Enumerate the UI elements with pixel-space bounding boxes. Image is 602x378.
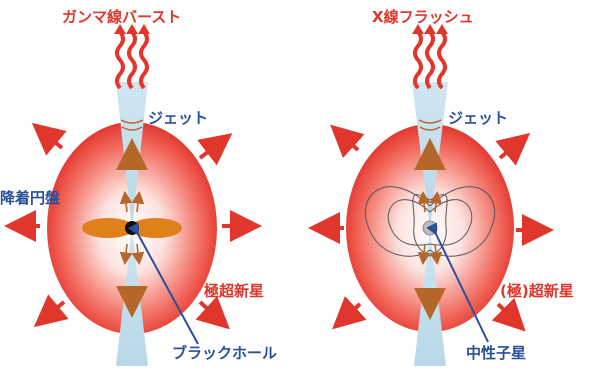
right-xray-waves xyxy=(415,32,445,88)
left-supernova-label: 極超新星 xyxy=(203,282,264,300)
outflow-arrow xyxy=(40,302,64,322)
xray-wave xyxy=(415,32,421,88)
right-panel: X線フラッシュ ジェット (極)超新星 中性子星 xyxy=(316,8,574,366)
left-gamma-rays xyxy=(117,32,147,88)
outflow-arrow xyxy=(338,304,360,324)
gamma-ray-wave xyxy=(141,32,147,88)
outflow-arrow xyxy=(336,130,358,150)
outflow-arrow xyxy=(498,304,520,326)
outflow-arrow xyxy=(200,302,224,324)
neutron-star xyxy=(423,221,437,235)
left-title: ガンマ線バースト xyxy=(62,8,181,26)
xray-wave xyxy=(439,32,445,88)
right-supernova-label: (極)超新星 xyxy=(500,282,574,300)
accretion-disk-label: 降着円盤 xyxy=(0,189,61,207)
outflow-arrow xyxy=(200,138,226,158)
right-title: X線フラッシュ xyxy=(372,8,474,26)
left-panel: ガンマ線バースト ジェット 降着円盤 極超新星 ブラックホール xyxy=(0,8,277,366)
black-hole xyxy=(125,221,139,235)
gamma-ray-wave xyxy=(129,32,135,88)
gamma-ray-wave xyxy=(117,32,123,88)
black-hole-label: ブラックホール xyxy=(172,344,277,362)
xray-wave xyxy=(427,32,433,88)
outflow-arrow xyxy=(500,138,524,158)
left-jet-label: ジェット xyxy=(148,109,208,127)
right-jet-label: ジェット xyxy=(448,109,508,127)
neutron-star-label: 中性子星 xyxy=(466,344,526,362)
outflow-arrow xyxy=(38,128,62,148)
